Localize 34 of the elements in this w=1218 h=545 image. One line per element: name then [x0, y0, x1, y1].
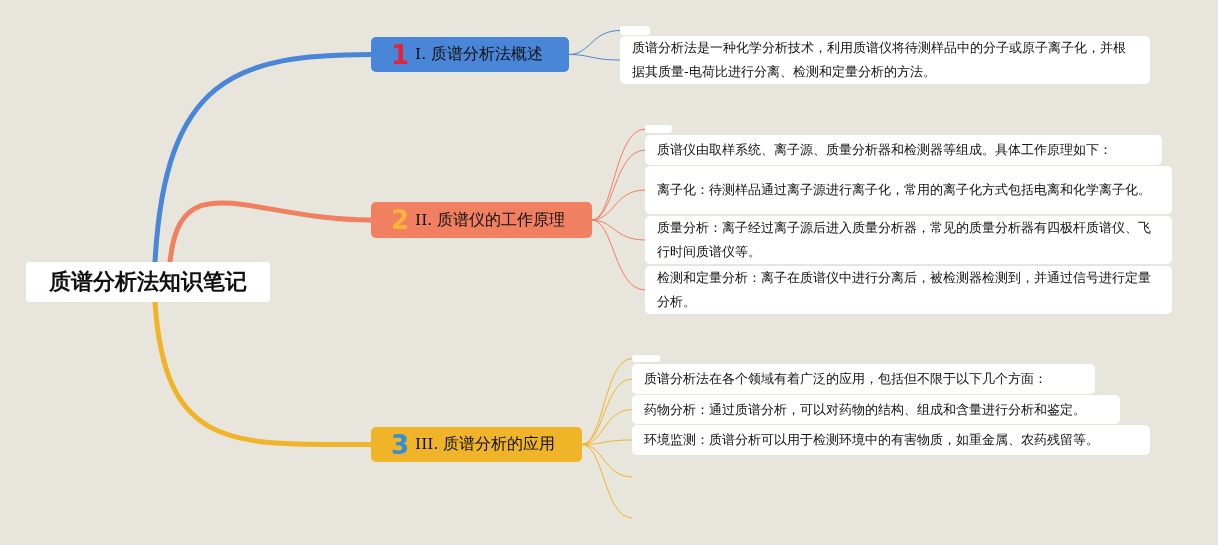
note-text: 药物分析：通过质谱分析，可以对药物的结构、组成和含量进行分析和鉴定。: [644, 400, 1086, 419]
root-topic-text: 质谱分析法知识笔记: [49, 268, 247, 296]
topic-number: 3: [391, 431, 410, 458]
branch-topic-box: [371, 427, 582, 462]
note-card: [645, 166, 1172, 214]
note-card: [645, 266, 1172, 314]
note-text: 检测和定量分析：离子在质谱仪中进行分离后，被检测器检测到，并通过信号进行定量分析。: [657, 269, 1152, 311]
connector-line: [581, 444, 633, 519]
empty-box: [620, 26, 650, 35]
note-text: 质谱仪由取样系统、离子源、质量分析器和检测器等组成。具体工作原理如下：: [657, 141, 1112, 159]
note-text: 质谱分析法在各个领域有着广泛的应用，包括但不限于以下几个方面：: [644, 370, 1047, 388]
connector-line: [591, 219, 646, 291]
note-card: [620, 36, 1150, 84]
connector-line: [568, 54, 621, 61]
root-topic-box: [26, 262, 270, 302]
note-card: [645, 216, 1172, 264]
topic-title: III. 质谱分析的应用: [415, 434, 556, 455]
branch-topic-box: [371, 202, 592, 238]
topic-title: I. 质谱分析法概述: [415, 44, 544, 65]
connector-line: [581, 378, 633, 445]
note-text: 质量分析：离子经过离子源后进入质量分析器，常见的质量分析器有四极杆质谱仪、飞行时间质谱仪等。: [657, 219, 1152, 261]
note-card: [632, 395, 1120, 424]
note-text: 质谱分析法是一种化学分析技术，利用质谱仪将待测样品中的分子或原子离子化，并根据其质量-电荷比进行分离、检测和定量分析的方法。: [632, 39, 1127, 81]
connector-line: [581, 358, 633, 445]
note-card: [632, 364, 1095, 394]
branch-topic-box: [371, 37, 569, 72]
empty-box: [645, 125, 672, 133]
note-card: [632, 425, 1150, 455]
topic-number: 1: [391, 41, 410, 68]
note-card: [645, 135, 1162, 165]
empty-box: [632, 355, 660, 362]
topic-title: II. 质谱仪的工作原理: [415, 209, 566, 231]
note-text: 离子化：待测样品通过离子源进行离子化，常用的离子化方式包括电离和化学离子化。: [657, 181, 1151, 199]
note-text: 环境监测：质谱分析可以用于检测环境中的有害物质，如重金属、农药残留等。: [644, 431, 1099, 449]
